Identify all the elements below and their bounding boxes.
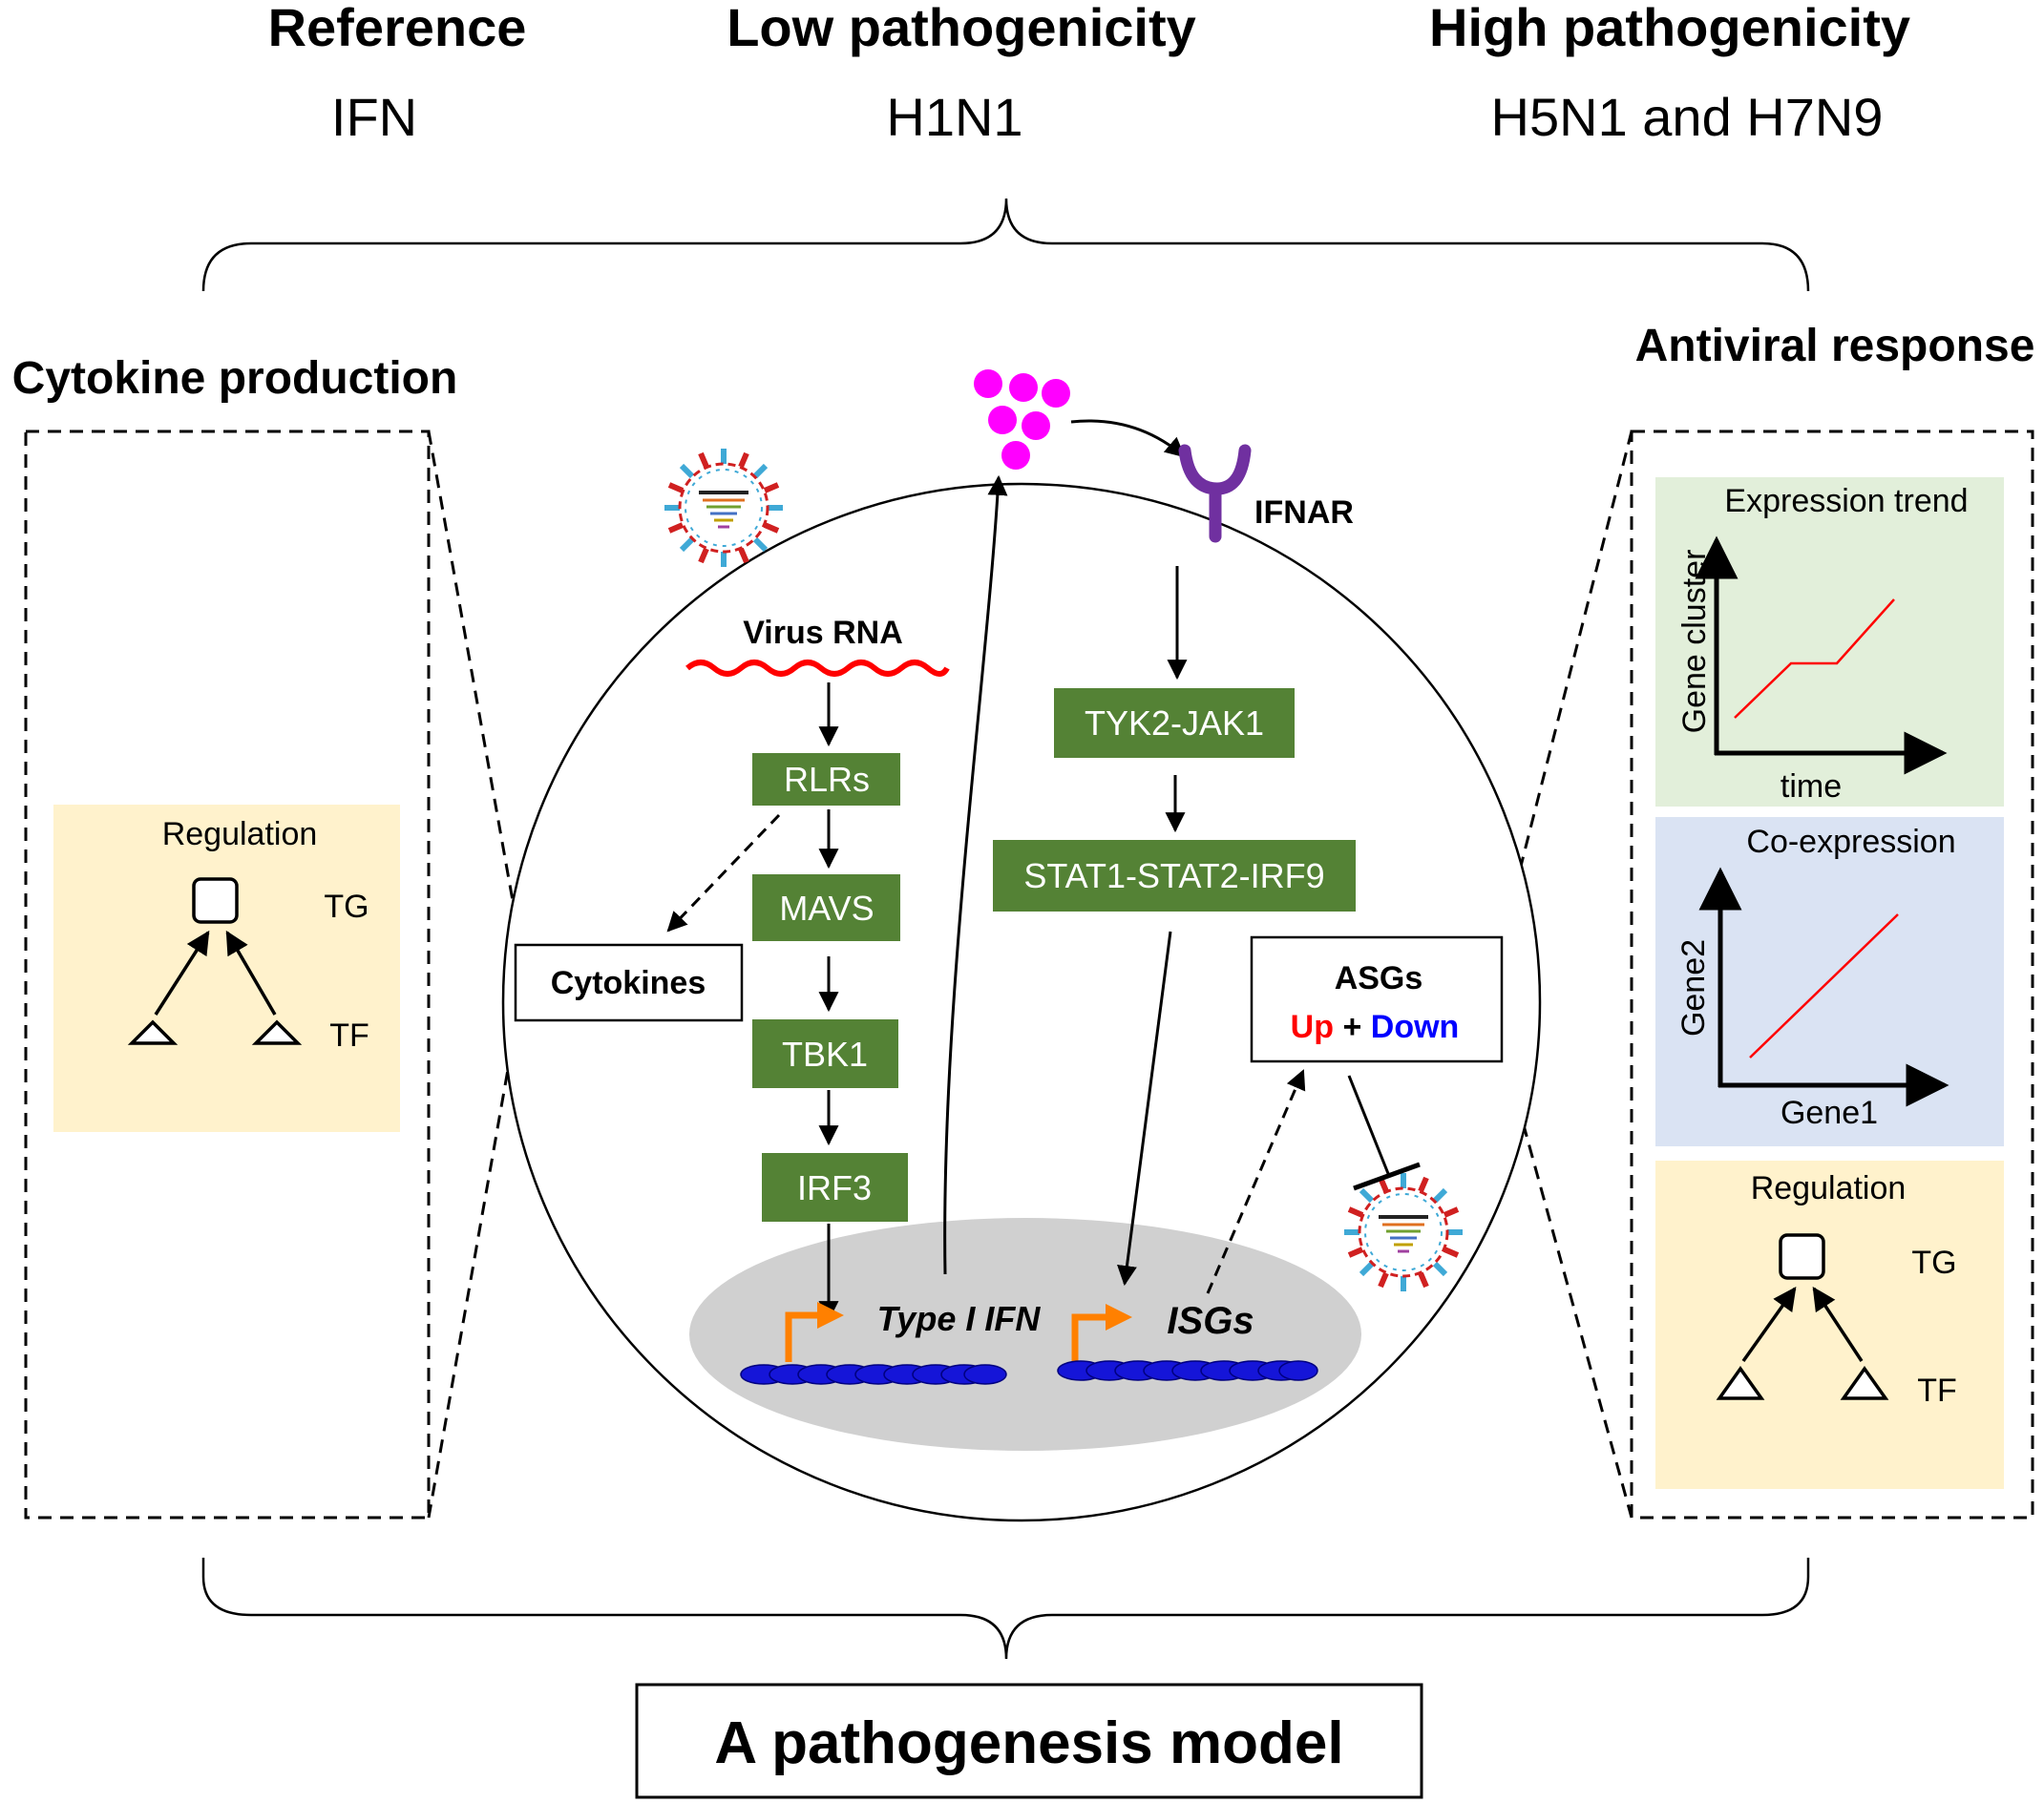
irf3-box	[762, 1153, 908, 1222]
isgs-promoter	[1071, 1304, 1132, 1363]
irf3-label: IRF3	[797, 1168, 872, 1207]
asgs-updown: Up + Down	[1291, 1009, 1460, 1045]
left-tf-edge-2	[225, 930, 277, 1016]
coexpression-x-label: Gene1	[1781, 1095, 1878, 1131]
arrow-ifn-secretion	[943, 474, 1008, 1275]
coexpression-line	[1749, 913, 1899, 1059]
right-tf-node-1	[1716, 1365, 1765, 1400]
right-regulation-title: Regulation	[1751, 1170, 1907, 1206]
header-low-title: Low pathogenicity	[727, 0, 1196, 57]
left-tf-node-1	[127, 1019, 179, 1045]
arrow-ifn-ifnar	[1070, 419, 1186, 458]
isgs-dna	[1057, 1360, 1318, 1381]
expression-y-label: Gene cluster	[1676, 550, 1713, 734]
right-regulation-panel: Regulation TG TF	[1655, 1161, 2004, 1489]
rlrs-box	[752, 753, 900, 806]
virus-rna-strand	[685, 660, 950, 677]
inhibition-line	[1347, 1075, 1391, 1177]
right-tf-edge-1	[1741, 1287, 1797, 1363]
asgs-up: Up	[1291, 1009, 1334, 1045]
arrow-stat-isgs	[1117, 931, 1172, 1287]
ifnar-receptor-icon	[1178, 444, 1252, 543]
ifn-particles	[974, 369, 1070, 470]
expression-trend-title: Expression trend	[1724, 483, 1968, 519]
left-tf-node-2	[251, 1019, 303, 1045]
tbk1-label: TBK1	[782, 1035, 868, 1074]
left-panel-title: Cytokine production	[12, 353, 458, 404]
right-panel-title: Antiviral response	[1635, 321, 2035, 371]
right-tf-edge-2	[1812, 1286, 1864, 1362]
nucleus	[689, 1218, 1361, 1451]
right-tf-label: TF	[1917, 1373, 1957, 1409]
asgs-title: ASGs	[1335, 960, 1423, 996]
header-reference-title: Reference	[268, 0, 527, 57]
cytokines-label: Cytokines	[551, 965, 706, 1001]
asgs-down: Down	[1371, 1009, 1460, 1045]
tyk2-box	[1054, 688, 1295, 758]
isgs-label: ISGs	[1167, 1300, 1254, 1342]
tyk2-label: TYK2-JAK1	[1085, 703, 1264, 743]
left-regulation-title: Regulation	[162, 816, 318, 852]
left-tg-label: TG	[324, 889, 369, 925]
rlrs-label: RLRs	[784, 760, 870, 799]
expression-trend-panel: Expression trend Gene cluster time	[1655, 477, 2004, 807]
type1ifn-dna	[740, 1364, 1007, 1385]
right-zoom-line-top	[1501, 430, 1633, 938]
virus-rna-label: Virus RNA	[743, 615, 903, 651]
type1ifn-label: Type I IFN	[877, 1299, 1042, 1338]
left-regulation-panel: Regulation TG TF	[53, 805, 400, 1132]
bottom-brace	[201, 1558, 1810, 1660]
footer-title: A pathogenesis model	[714, 1710, 1343, 1776]
virus-icon	[664, 449, 783, 567]
expression-trend-line	[1734, 598, 1895, 719]
cytokines-box	[514, 943, 744, 1022]
header-reference-subtitle: IFN	[331, 87, 417, 147]
left-tf-edge-1	[154, 930, 210, 1016]
asgs-box	[1250, 935, 1504, 1063]
right-tg-node	[1779, 1233, 1825, 1280]
co-expression-title: Co-expression	[1746, 824, 1955, 860]
left-tf-label: TF	[329, 1017, 369, 1054]
co-expression-panel: Co-expression Gene2 Gene1	[1655, 817, 2004, 1146]
stat-box	[993, 840, 1356, 912]
virus-icon-inhibited	[1344, 1173, 1463, 1291]
asgs-plus: +	[1342, 1009, 1361, 1045]
arrow-rlrs-cytokines	[666, 813, 781, 933]
top-brace	[201, 198, 1810, 292]
right-zoom-line-bottom	[1504, 1059, 1633, 1519]
expression-x-label: time	[1781, 768, 1842, 805]
right-panel-box	[1630, 430, 2034, 1520]
stat-label: STAT1-STAT2-IRF9	[1023, 856, 1324, 895]
left-panel-box	[24, 430, 431, 1520]
inhibition-bar	[1353, 1162, 1421, 1191]
mavs-label: MAVS	[779, 889, 874, 928]
arrow-isgs-asgs	[1206, 1069, 1306, 1294]
right-tf-node-2	[1840, 1365, 1889, 1400]
right-tg-label: TG	[1911, 1245, 1956, 1281]
type1ifn-promoter	[785, 1302, 844, 1362]
left-tg-node	[192, 877, 239, 924]
tbk1-box	[752, 1019, 898, 1088]
left-zoom-line-top	[427, 430, 525, 960]
header-high-subtitle: H5N1 and H7N9	[1491, 87, 1884, 147]
header-low-subtitle: H1N1	[886, 87, 1022, 147]
coexpression-y-label: Gene2	[1675, 939, 1712, 1037]
footer-box	[635, 1683, 1423, 1799]
mavs-box	[752, 874, 900, 941]
ifnar-label: IFNAR	[1254, 494, 1354, 531]
header-high-title: High pathogenicity	[1429, 0, 1910, 57]
